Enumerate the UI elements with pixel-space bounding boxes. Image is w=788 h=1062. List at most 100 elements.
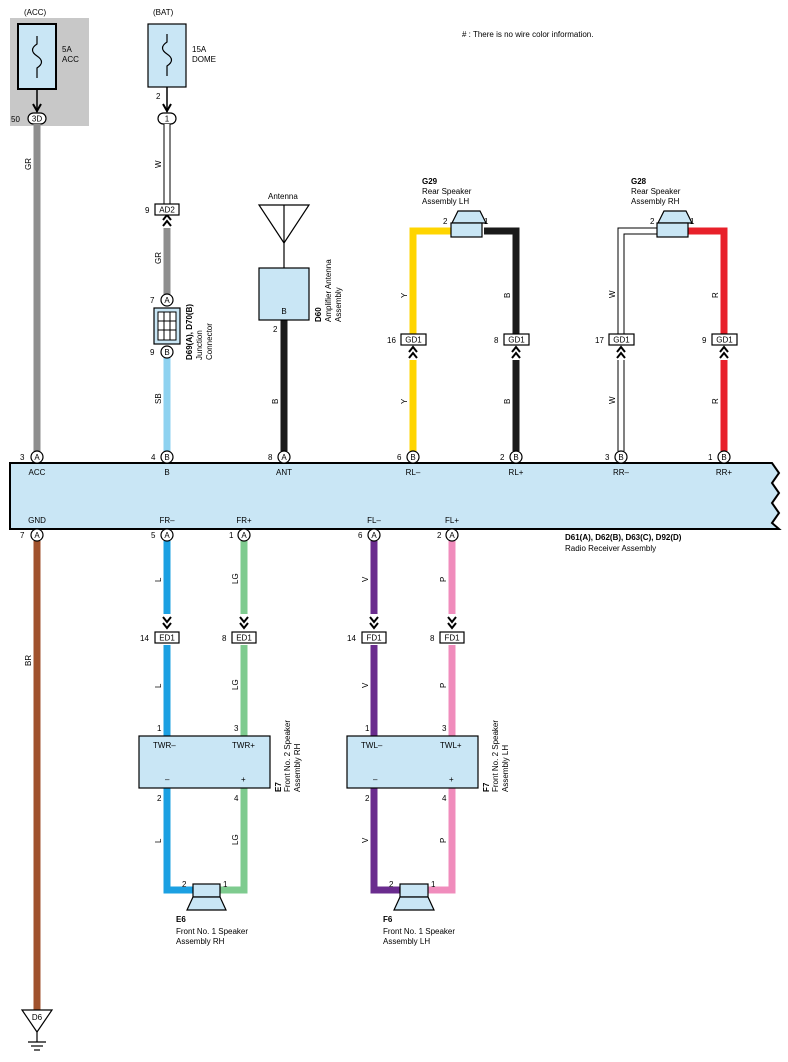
f7-name-2: Assembly LH	[501, 745, 510, 792]
svg-text:B: B	[164, 348, 169, 357]
svg-text:A: A	[371, 531, 377, 540]
svg-text:B: B	[164, 453, 169, 462]
fd1-minus-connector: FD1	[361, 616, 387, 644]
ad2-connector	[154, 203, 180, 216]
e7-term-plus: TWR+	[232, 741, 255, 750]
svg-text:3: 3	[605, 453, 610, 462]
radio-name: Radio Receiver Assembly	[565, 544, 656, 553]
svg-text:FD1: FD1	[366, 634, 382, 643]
acc-fuse-name: ACC	[62, 55, 79, 64]
wire-label-fr-plus-top: LG	[231, 573, 240, 584]
term-b-name: B	[164, 468, 169, 477]
e7-code: E7	[274, 782, 283, 792]
wire-label-jc-in: GR	[154, 252, 163, 264]
amplifier-antenna-box	[258, 267, 310, 321]
wire-label-fl-minus-mid: V	[361, 682, 370, 688]
ground-icon	[28, 1032, 46, 1051]
svg-text:A: A	[164, 531, 170, 540]
rear-lh-code: G29	[422, 177, 438, 186]
e6-speaker-icon	[186, 883, 227, 911]
acc-fuse-rating: 5A	[62, 45, 72, 54]
svg-text:6: 6	[397, 453, 402, 462]
f7-speaker-box	[346, 735, 479, 789]
e7-pin-in-plus: 3	[234, 724, 239, 733]
rear-lh-pin-right: 1	[484, 217, 489, 226]
svg-text:6: 6	[358, 531, 363, 540]
term-rl-minus-name: RL–	[406, 468, 421, 477]
svg-text:5: 5	[151, 531, 156, 540]
antenna-code: D60	[314, 307, 323, 322]
bat-fuse-rating: 15A	[192, 45, 207, 54]
acc-supply-label: (ACC)	[24, 8, 47, 17]
acc-connector-icon	[32, 103, 42, 114]
f6-name-2: Assembly LH	[383, 937, 430, 946]
gd1-pin-rl-minus: 16	[387, 336, 396, 345]
f6-name-1: Front No. 1 Speaker	[383, 927, 455, 936]
f6-speaker-icon	[393, 883, 435, 911]
junction-name-2: Connector	[205, 323, 214, 360]
rear-rh-pin-left: 2	[650, 217, 655, 226]
ad2-label: AD2	[159, 206, 175, 215]
svg-text:FD1: FD1	[444, 634, 460, 643]
svg-text:1: 1	[708, 453, 713, 462]
wire-label-rl-minus-bottom: Y	[400, 398, 409, 404]
f6-pin-left: 2	[389, 880, 394, 889]
ground-label: D6	[32, 1013, 43, 1022]
rear-rh-code: G28	[631, 177, 647, 186]
fd1-pin-plus: 8	[430, 634, 435, 643]
svg-text:A: A	[449, 531, 455, 540]
f7-pin-out-plus: 4	[442, 794, 447, 803]
radio-top-terminals: A 3 ACC B 4 B A 8 ANT B 6 RL– B 2 RL+ B …	[20, 450, 733, 477]
wire-label-ant: B	[271, 399, 280, 404]
fd1-pin-minus: 14	[347, 634, 356, 643]
wire-rr-minus-top	[618, 228, 658, 334]
wire-label-dome: W	[154, 160, 163, 168]
wire-rr-minus-top-outline	[617, 227, 658, 334]
rear-lh-name-2: Assembly LH	[422, 197, 469, 206]
wire-label-fl-plus-mid: P	[439, 683, 448, 688]
wire-label-fr-minus-bot: L	[154, 838, 163, 843]
junction-grid-icon	[157, 311, 177, 341]
radio-receiver-box	[9, 462, 782, 530]
term-rr-plus-name: RR+	[716, 468, 733, 477]
wire-label-fl-plus-top: P	[439, 577, 448, 582]
svg-text:1: 1	[229, 531, 234, 540]
e6-name-1: Front No. 1 Speaker	[176, 927, 248, 936]
svg-text:A: A	[34, 453, 40, 462]
wire-label-fl-plus-bot: P	[439, 838, 448, 843]
e7-speaker-box	[138, 735, 271, 789]
term-fr-plus-name: FR+	[236, 516, 252, 525]
gd1-pin-rl-plus: 8	[494, 336, 499, 345]
wire-label-fl-minus-top: V	[361, 576, 370, 582]
svg-text:8: 8	[268, 453, 273, 462]
antenna-box-letter: B	[281, 307, 286, 316]
svg-text:2: 2	[437, 531, 442, 540]
wire-rl-plus-top	[484, 227, 520, 334]
svg-text:GD1: GD1	[508, 336, 525, 345]
term-rr-minus-name: RR–	[613, 468, 630, 477]
radio-bottom-terminals: GND A 7 FR– A 5 FR+ A 1 FL– A 6 FL+ A 2	[20, 516, 459, 542]
f7-sign-minus: –	[373, 775, 378, 784]
gd1-pin-rr-minus: 17	[595, 336, 604, 345]
f7-code: F7	[482, 782, 491, 792]
acc-terminal-label: 3D	[32, 115, 42, 124]
e7-pin-in-minus: 1	[157, 724, 162, 733]
f7-term-plus: TWL+	[440, 741, 462, 750]
jc-in-pin: 7	[150, 296, 155, 305]
jc-out-terminal	[160, 345, 174, 359]
junction-code: D69(A), D70(B)	[185, 304, 194, 360]
bat-connector-icon	[162, 103, 172, 114]
acc-pin: 50	[11, 115, 20, 124]
ad2-arrow-icon	[162, 213, 172, 221]
ed1-pin-plus: 8	[222, 634, 227, 643]
f7-pin-in-plus: 3	[442, 724, 447, 733]
wire-label-fr-plus-bot: LG	[231, 834, 240, 845]
e7-sign-minus: –	[165, 775, 170, 784]
ed1-plus-connector: ED1	[231, 616, 257, 644]
rear-rh-name-2: Assembly RH	[631, 197, 680, 206]
svg-text:7: 7	[20, 531, 25, 540]
svg-text:ED1: ED1	[236, 634, 252, 643]
svg-text:GD1: GD1	[613, 336, 630, 345]
wire-label-acc: GR	[24, 158, 33, 170]
